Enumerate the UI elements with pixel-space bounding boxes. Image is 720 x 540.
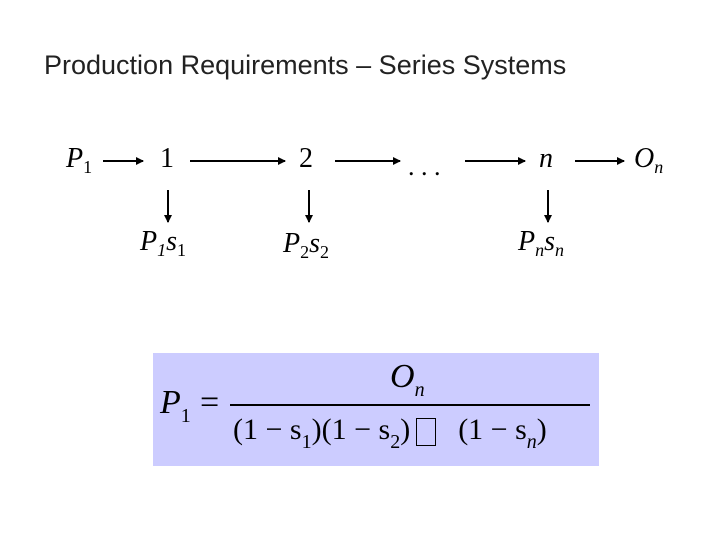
page-title: Production Requirements – Series Systems <box>44 50 567 80</box>
formula-equals: = <box>200 384 220 421</box>
formula-box <box>153 353 599 466</box>
station-ellipsis: . . . <box>408 152 441 181</box>
gap-glyph <box>416 418 437 447</box>
station-2: 2 <box>299 143 313 174</box>
scrap-label-2: P2s2 <box>283 228 330 262</box>
formula-numerator: On <box>390 358 425 401</box>
station-1: 1 <box>160 143 174 174</box>
output-label: On <box>634 143 664 177</box>
station-n: n <box>539 143 553 174</box>
formula-lhs: P1 <box>160 384 191 427</box>
fraction-bar <box>230 404 590 406</box>
input-label: P1 <box>66 143 93 177</box>
scrap-label-n: Pnsn <box>518 226 565 260</box>
scrap-label-1: P1s1 <box>140 226 187 260</box>
formula-denominator: (1 − s1)(1 − s2)(1 − sn) <box>233 413 547 453</box>
